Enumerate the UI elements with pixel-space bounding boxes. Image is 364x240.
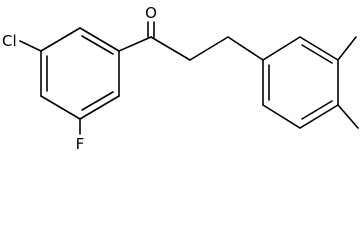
bond (299, 36, 339, 61)
double-bond-inner (81, 35, 114, 55)
bond (79, 27, 120, 52)
bond (79, 95, 120, 120)
bond-carbonyl-to-ch2 (150, 36, 191, 61)
methyl-bond (337, 104, 359, 129)
bond (262, 36, 301, 61)
chlorine-label: Cl (2, 32, 17, 50)
fluorine-label: F (76, 135, 85, 153)
bond-ch2-to-ring (227, 36, 264, 61)
bond-ring-to-carbonyl (118, 36, 152, 52)
bond-to-chlorine (19, 40, 42, 52)
double-bond-inner (81, 91, 114, 111)
oxygen-label: O (145, 4, 157, 22)
double-bond-inner (301, 100, 333, 120)
methyl-bond (337, 36, 357, 61)
bond-ch2-to-ch2 (189, 36, 229, 61)
left-benzene-ring (40, 27, 120, 120)
bond (40, 95, 81, 120)
bond (262, 104, 301, 129)
right-benzene-ring (262, 36, 339, 129)
double-bond-inner (301, 44, 333, 64)
chemical-structure: O Cl F (2, 4, 359, 153)
bond (299, 104, 339, 129)
bond (40, 27, 81, 52)
